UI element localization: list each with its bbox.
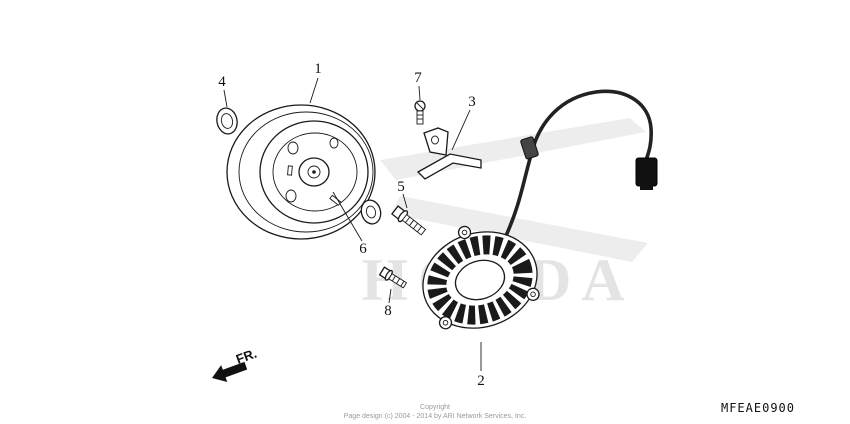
stator-mount-ears xyxy=(438,225,540,330)
connector xyxy=(635,157,658,187)
watermark-swoosh-lower xyxy=(392,196,648,262)
callout-4[interactable]: 4 xyxy=(218,74,226,90)
leader-lines xyxy=(223,77,482,371)
stator-coils xyxy=(427,235,533,325)
bracket-plate-3 xyxy=(416,127,482,180)
callout-2[interactable]: 2 xyxy=(477,373,485,389)
fr-direction: FR. xyxy=(212,346,259,383)
footer-copyright-line1: Copyright xyxy=(420,404,450,411)
callout-1[interactable]: 1 xyxy=(314,61,322,77)
callout-6[interactable]: 6 xyxy=(359,241,367,257)
bolt-5 xyxy=(391,205,427,236)
fr-label: FR. xyxy=(234,346,259,367)
grommet xyxy=(520,136,539,160)
callout-8[interactable]: 8 xyxy=(384,303,392,319)
callout-3[interactable]: 3 xyxy=(468,94,476,110)
bolt-7 xyxy=(414,100,426,125)
callouts: 1 2 3 4 5 6 7 8 xyxy=(218,61,485,389)
footer: Copyright Page design (c) 2004 - 2014 by… xyxy=(344,404,527,420)
connector-latch xyxy=(640,184,653,190)
diagram-code: MFEAE0900 xyxy=(721,401,795,415)
callout-7[interactable]: 7 xyxy=(414,70,422,86)
bolt-8 xyxy=(378,266,408,289)
callout-5[interactable]: 5 xyxy=(397,179,405,195)
stator-assembly xyxy=(422,225,540,330)
flywheel-rotor xyxy=(226,104,376,240)
fr-arrow xyxy=(212,361,248,383)
washer-4 xyxy=(216,107,238,135)
washer-6 xyxy=(360,199,382,225)
footer-copyright-line2: Page design (c) 2004 - 2014 by ARI Netwo… xyxy=(344,413,527,420)
wire-harness xyxy=(503,89,658,240)
